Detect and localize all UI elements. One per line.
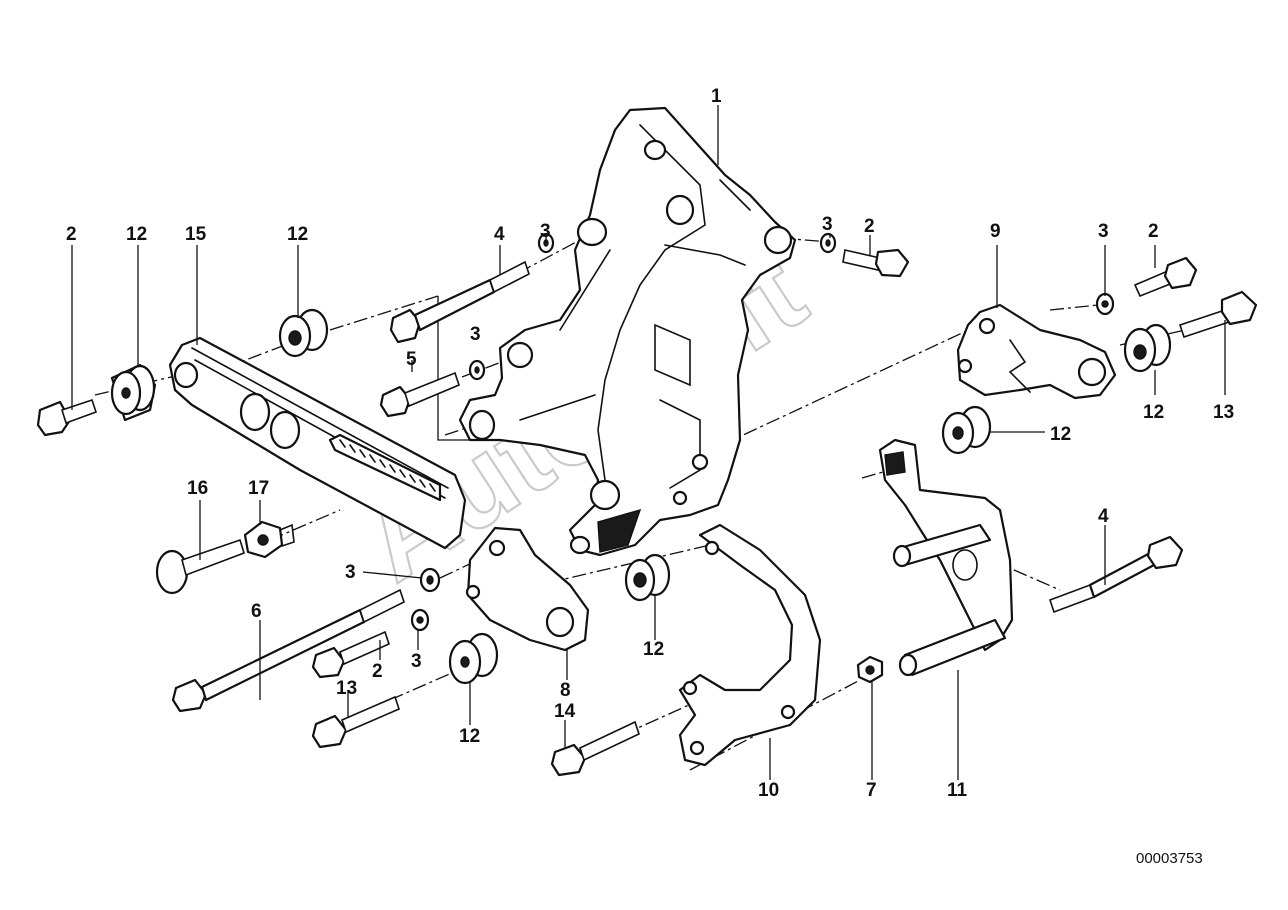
sleeve-bracket-part <box>878 438 1014 677</box>
callout-13: 13 <box>336 678 357 699</box>
rubber-bushing-right-mid <box>941 405 992 455</box>
callout-5: 5 <box>406 349 417 370</box>
callout-12: 12 <box>1050 424 1071 445</box>
rubber-bushing-center <box>624 553 671 602</box>
rubber-bushing-bottom <box>448 632 499 685</box>
callout-numbers: 1 2 12 15 12 4 3 3 2 9 3 2 3 5 12 13 12 … <box>66 86 1234 801</box>
nut-17 <box>243 520 295 559</box>
nut-7 <box>856 655 884 684</box>
bolt-4-right <box>1048 535 1184 614</box>
rubber-bushing-left <box>110 363 157 422</box>
bolt-16 <box>155 538 245 595</box>
curved-plate-part <box>678 523 822 767</box>
bolt-14 <box>550 720 640 777</box>
callout-2: 2 <box>66 224 77 245</box>
document-number: 00003753 <box>1136 850 1203 867</box>
bolt-6-long <box>171 588 405 713</box>
callout-15: 15 <box>185 224 207 245</box>
rubber-bushing-top <box>278 308 329 358</box>
callout-6: 6 <box>251 601 262 622</box>
callout-12: 12 <box>287 224 308 245</box>
callout-12: 12 <box>1143 402 1164 423</box>
callout-3: 3 <box>411 651 422 672</box>
callout-14: 14 <box>554 701 576 722</box>
callout-13: 13 <box>1213 402 1234 423</box>
callout-4: 4 <box>494 224 505 245</box>
bolt-2-right <box>1133 256 1198 298</box>
callout-3: 3 <box>540 221 551 242</box>
bolt-2-lower <box>311 630 390 679</box>
callout-leaders <box>71 105 1226 780</box>
callout-2: 2 <box>372 661 383 682</box>
bolt-2-left <box>36 398 98 437</box>
callout-2: 2 <box>1148 221 1159 242</box>
bolt-5 <box>379 371 460 418</box>
callout-12: 12 <box>126 224 147 245</box>
link-plate-9-part <box>956 303 1117 400</box>
callout-2: 2 <box>864 216 875 237</box>
callout-3: 3 <box>345 562 356 583</box>
callout-3: 3 <box>1098 221 1109 242</box>
callout-8: 8 <box>560 680 571 701</box>
tension-strap-part <box>168 336 467 550</box>
bolt-13-lower <box>311 695 400 749</box>
callout-1: 1 <box>711 86 722 107</box>
callout-17: 17 <box>248 478 269 499</box>
rubber-bushing-right-top <box>1123 323 1172 373</box>
callout-7: 7 <box>866 780 877 801</box>
link-plate-8-part <box>465 526 590 652</box>
callout-16: 16 <box>187 478 208 499</box>
bolt-2-top-right <box>842 248 910 278</box>
callout-10: 10 <box>758 780 779 801</box>
main-bracket-part <box>458 106 797 557</box>
callout-12: 12 <box>459 726 480 747</box>
callout-3: 3 <box>470 324 481 345</box>
callout-4: 4 <box>1098 506 1109 527</box>
callout-11: 11 <box>947 780 968 801</box>
bolt-13-right <box>1178 290 1258 339</box>
callout-3: 3 <box>822 214 833 235</box>
washers <box>410 232 1115 632</box>
bolt-4-top <box>389 260 530 344</box>
callout-12: 12 <box>643 639 664 660</box>
callout-9: 9 <box>990 221 1001 242</box>
